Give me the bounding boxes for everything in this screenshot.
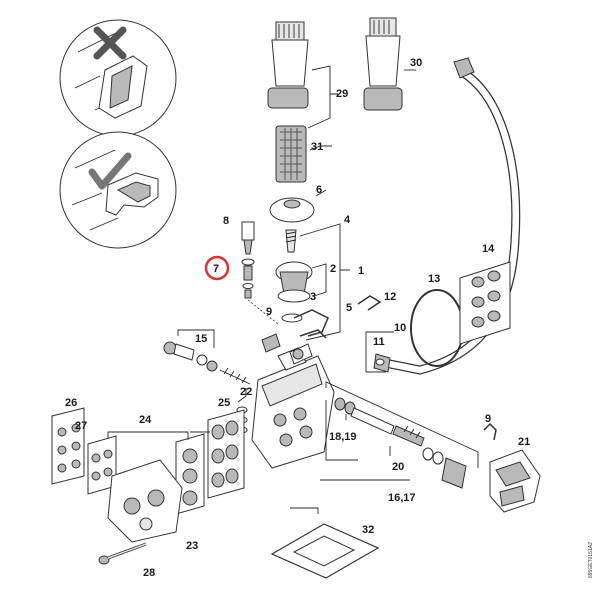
- callout-24: 24: [139, 414, 152, 426]
- callout-14: 14: [482, 243, 495, 255]
- callout-26: 26: [65, 397, 77, 409]
- valve-bracket-lines: [299, 223, 350, 341]
- callout-25: 25: [218, 397, 230, 409]
- callout-13: 13: [428, 273, 440, 285]
- clip-9-right: [483, 422, 497, 441]
- callout-31: 31: [311, 141, 323, 153]
- callout-7: 7: [213, 263, 219, 275]
- spring-clip-12: [357, 295, 382, 311]
- callout-labels: 1 2 3 4 5 6 7 8 9 9 10 11 12 13 14 15 16…: [65, 57, 530, 579]
- filter-bracket-lines: [307, 65, 416, 151]
- drawing-code: 895GET0151A2: [588, 542, 594, 578]
- callout-11: 11: [373, 336, 385, 348]
- callout-9b: 9: [485, 413, 491, 425]
- callout-20: 20: [392, 461, 404, 473]
- seal-kit-24: [107, 431, 210, 515]
- callout-1: 1: [358, 265, 364, 277]
- piston-kit-15: [163, 329, 251, 385]
- check-mark-icon: [88, 152, 132, 190]
- callout-4: 4: [344, 214, 351, 226]
- kit-27: [87, 435, 117, 495]
- small-seal-11: [375, 358, 385, 366]
- o-ring-13: [410, 289, 464, 367]
- hose-10: [373, 57, 521, 375]
- filter-housing-30: [363, 17, 403, 111]
- callout-27: 27: [75, 420, 87, 432]
- callout-16-17: 16,17: [388, 492, 416, 504]
- rod-bracket-lines: [320, 381, 479, 481]
- clip-9-center: [293, 309, 329, 339]
- callout-28: 28: [143, 567, 155, 579]
- filter-housing-29: [267, 21, 309, 109]
- callout-29: 29: [336, 88, 348, 100]
- callout-15: 15: [195, 333, 207, 345]
- callout-12: 12: [384, 291, 396, 303]
- kit-26: [51, 407, 85, 485]
- highlight-ring: [204, 255, 230, 281]
- seal-kit-25: [207, 409, 245, 499]
- handle-21: [489, 449, 541, 513]
- cross-mark-icon: [93, 26, 127, 60]
- callout-10: 10: [394, 322, 406, 334]
- callout-21: 21: [518, 436, 530, 448]
- callout-18-19: 18,19: [329, 431, 357, 443]
- callout-6: 6: [316, 184, 322, 196]
- valve-seat-7: [241, 258, 279, 325]
- inlet-fitting: [289, 343, 313, 365]
- callout-9a: 9: [266, 306, 272, 318]
- callout-30: 30: [410, 57, 422, 69]
- bolt-28: [98, 542, 147, 565]
- plug-8: [241, 221, 255, 255]
- callout-23: 23: [186, 540, 198, 552]
- callout-22: 22: [240, 386, 252, 398]
- valve-spring-group: [275, 229, 313, 323]
- rod-assembly-16-17: [334, 397, 467, 489]
- hose-bracket-lines: [365, 331, 394, 373]
- callout-5: 5: [346, 302, 352, 314]
- sheet-32: [270, 507, 380, 579]
- callout-8: 8: [223, 215, 229, 227]
- callout-3: 3: [310, 291, 316, 303]
- crankcase-23: [107, 459, 183, 543]
- valve-kit-14: [459, 261, 511, 345]
- filter-insert-31: [275, 125, 307, 183]
- valve-cap-6: [269, 189, 327, 223]
- pump-housing: [251, 333, 335, 469]
- inset-correct-mounting: [59, 131, 177, 249]
- inset-wrong-mounting: [59, 19, 177, 137]
- callout-32: 32: [362, 524, 374, 536]
- callout-2: 2: [330, 263, 336, 275]
